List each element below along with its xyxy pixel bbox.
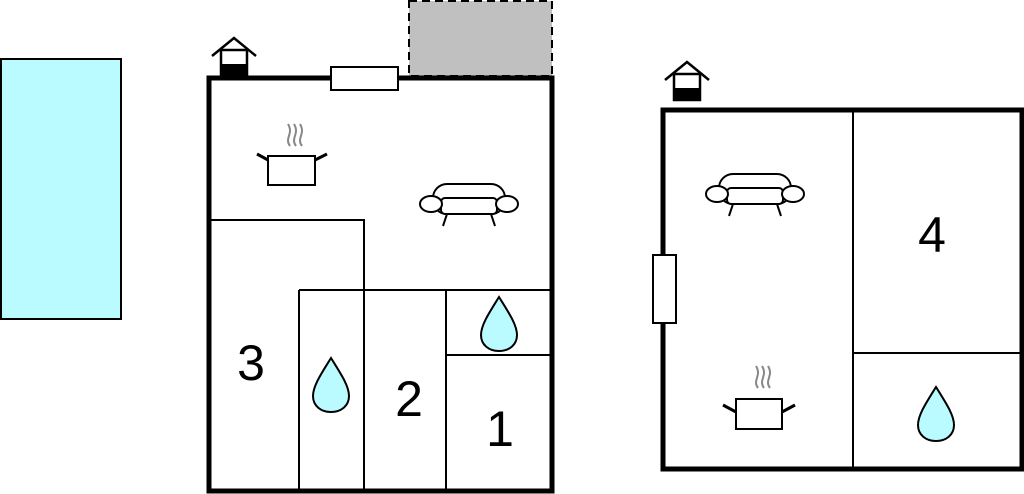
room-label-2: 2 (395, 371, 423, 427)
room-label-4: 4 (918, 207, 946, 263)
house-icon (663, 60, 711, 102)
cooking-pot-icon (256, 123, 328, 186)
pool (0, 58, 122, 320)
cooking-pot-icon (722, 365, 796, 430)
terrace (408, 0, 553, 77)
building-left (206, 66, 555, 494)
building-right (652, 107, 1024, 472)
window (652, 254, 677, 324)
window (330, 66, 399, 91)
room-label-1: 1 (486, 401, 514, 457)
house-icon (210, 36, 258, 78)
room-label-3: 3 (237, 335, 265, 391)
